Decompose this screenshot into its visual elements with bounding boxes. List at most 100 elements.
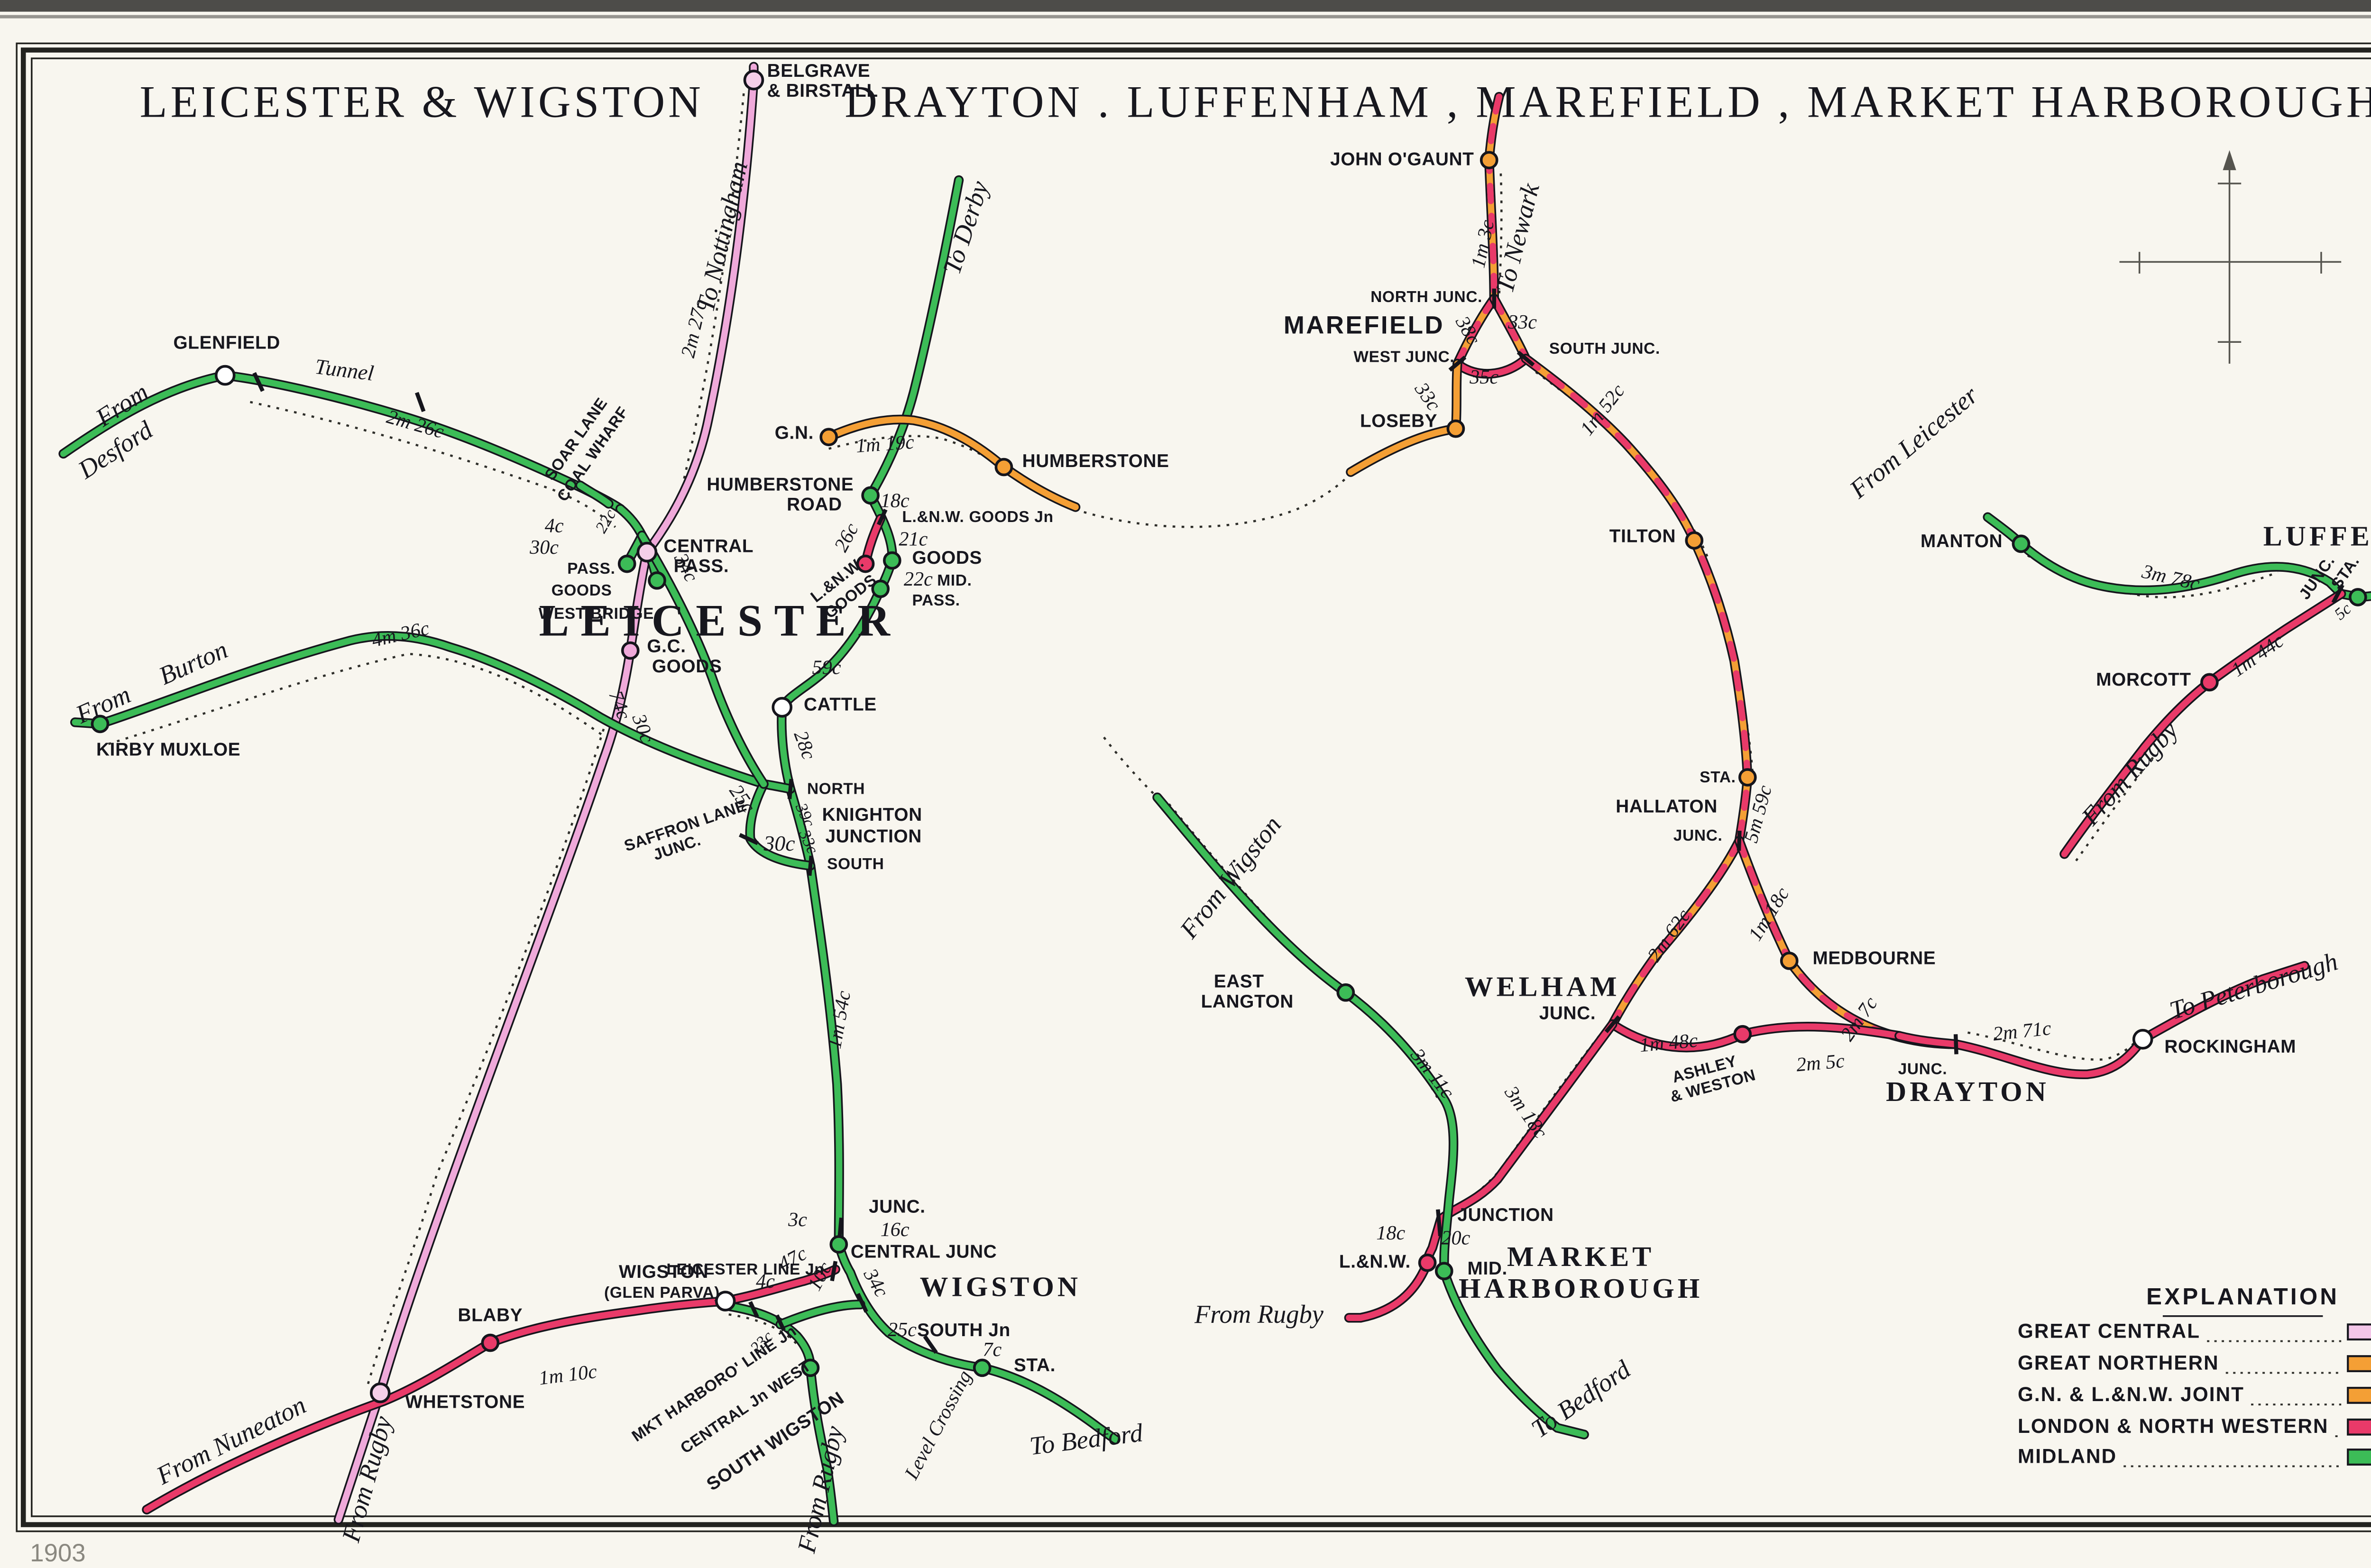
station-dot-tilton [1685, 531, 1704, 550]
station-dot-rockingham [2132, 1028, 2153, 1050]
station-dot-lnw-goods [856, 554, 875, 573]
map-label: LOSEBY [1360, 411, 1437, 431]
map-frame [16, 42, 2371, 1532]
map-label: ROAD [787, 495, 842, 515]
junction-tick [414, 392, 426, 413]
mid-burton [72, 633, 794, 792]
dotted-survey-line [1967, 1031, 2142, 1061]
mid-soar-stub [577, 482, 612, 507]
map-label: L.&N.W. [1339, 1252, 1411, 1272]
map-label: CENTRAL JUNC [851, 1242, 997, 1262]
legend-row-joint: G.N. & L.&N.W. JOINT [2018, 1383, 2371, 1405]
lnw-nuneaton [143, 1266, 839, 1513]
joint-triangle-east-joint-overlay [1491, 295, 1529, 362]
map-label: WEST JUNC. [1353, 348, 1454, 366]
map-label: WELHAM [1465, 971, 1620, 1002]
junction-tick [252, 372, 265, 392]
map-label: From Rugby [1194, 1300, 1324, 1329]
gn-leicester [826, 416, 1079, 511]
map-label: HUMBERSTONE [707, 474, 854, 495]
junction-ticks [252, 288, 2344, 1354]
map-label: 1m 19c [855, 431, 915, 457]
legend-label: GREAT CENTRAL [2018, 1320, 2200, 1342]
map-label: MAREFIELD [1284, 312, 1444, 339]
junction-tick [748, 1301, 759, 1318]
map-label: LANGTON [1201, 991, 1294, 1012]
legend-title: EXPLANATION [2146, 1284, 2339, 1310]
map-label: MID. [937, 572, 972, 589]
station-dot-gc-goods [621, 641, 640, 660]
map-label: 3c [788, 1209, 807, 1231]
legend-label: MIDLAND [2018, 1445, 2117, 1467]
map-label: JUNC. [869, 1197, 926, 1217]
map-label: GOODS [912, 548, 983, 568]
station-dot-west-bridge-pass [617, 554, 636, 573]
junction-tick [807, 855, 814, 876]
map-label: 2m 5c [1795, 1050, 1846, 1076]
station-dot-leicester-goods [882, 551, 901, 570]
map-label: JUNCTION [826, 826, 922, 847]
station-dot-harborough-mid [1434, 1262, 1453, 1281]
map-label: JUNC. [1898, 1061, 1948, 1078]
station-dot-mid-pass [871, 579, 890, 598]
station-dot-gn-leicester [819, 428, 838, 447]
map-label: 1m 48c [1639, 1029, 1699, 1057]
station-dot-morcott [2200, 673, 2219, 692]
map-label: WEST BRIDGE. [539, 605, 659, 623]
station-dot-wigston-junc [829, 1235, 848, 1254]
map-label: MEDBOURNE [1812, 948, 1936, 968]
legend-swatch [2347, 1418, 2371, 1436]
station-dot-blaby [481, 1333, 500, 1352]
legend-swatch-border [2347, 1386, 2371, 1404]
mid-eastlangton [1154, 794, 1588, 1438]
map-label: 33c [1507, 311, 1537, 333]
map-label: 59c [812, 656, 841, 679]
junction-tick [1604, 1015, 1621, 1033]
map-label: STA. [1700, 769, 1736, 786]
station-dot-south-wigston [801, 1358, 820, 1377]
map-label: NORTH JUNC. [1370, 288, 1482, 306]
lnw-drayton-rockingham [1896, 963, 2308, 1078]
mid-city-link [639, 532, 767, 788]
map-label: SOUTH Jn [917, 1320, 1011, 1340]
map-label: WIGSTON [920, 1271, 1081, 1302]
map-label: HARBOROUGH [1459, 1273, 1703, 1304]
title-right: DRAYTON . LUFFENHAM , MAREFIELD , MARKET… [845, 76, 2371, 127]
dotted-survey-line [1103, 736, 1155, 795]
map-label: 22c [904, 568, 933, 590]
station-dot-humberstone-road [861, 486, 880, 505]
map-label: CENTRAL [664, 536, 754, 556]
scan-edge-line [0, 15, 2371, 18]
map-label: PASS. [674, 556, 729, 577]
legend-row-gn: GREAT NORTHERN [2018, 1351, 2371, 1374]
station-dot-wigston-glen-parva [715, 1291, 736, 1311]
map-label: 30c [763, 831, 795, 855]
stations [91, 70, 2367, 1403]
map-label: LEICESTER LINE Jn [666, 1261, 824, 1278]
map-label: 25c [888, 1319, 917, 1341]
station-dot-hallaton-sta [1738, 768, 1757, 787]
map-label: MORCOTT [2096, 669, 2191, 690]
legend-row-lnw: LONDON & NORTH WESTERN [2018, 1415, 2371, 1437]
map-label: SOUTH [827, 855, 884, 873]
station-dot-john-o-gaunt [1480, 151, 1498, 170]
scan-edge [0, 0, 2371, 12]
junction-tick [1436, 1209, 1443, 1237]
dotted-survey-line [1084, 473, 1351, 528]
junction-tick [856, 1293, 868, 1313]
map-label: WIGSTON [619, 1262, 708, 1282]
map-label: ROCKINGHAM [2164, 1036, 2296, 1057]
map-label: GLENFIELD [173, 332, 280, 353]
station-dot-belgrave-birstall [743, 70, 764, 91]
station-dot-medbourne [1780, 952, 1799, 970]
junction-tick [2331, 584, 2344, 604]
map-label: NORTH [807, 780, 865, 798]
legend-row-mid: MIDLAND [2018, 1445, 2371, 1467]
dotted-survey-line [1498, 173, 1503, 297]
station-dot-east-langton [1336, 983, 1355, 1002]
map-label: BELGRAVE [767, 61, 871, 81]
map-label: 30c [529, 536, 559, 559]
map-label: LUFFENHAM [2263, 520, 2371, 551]
station-dot-cattle [772, 697, 793, 718]
